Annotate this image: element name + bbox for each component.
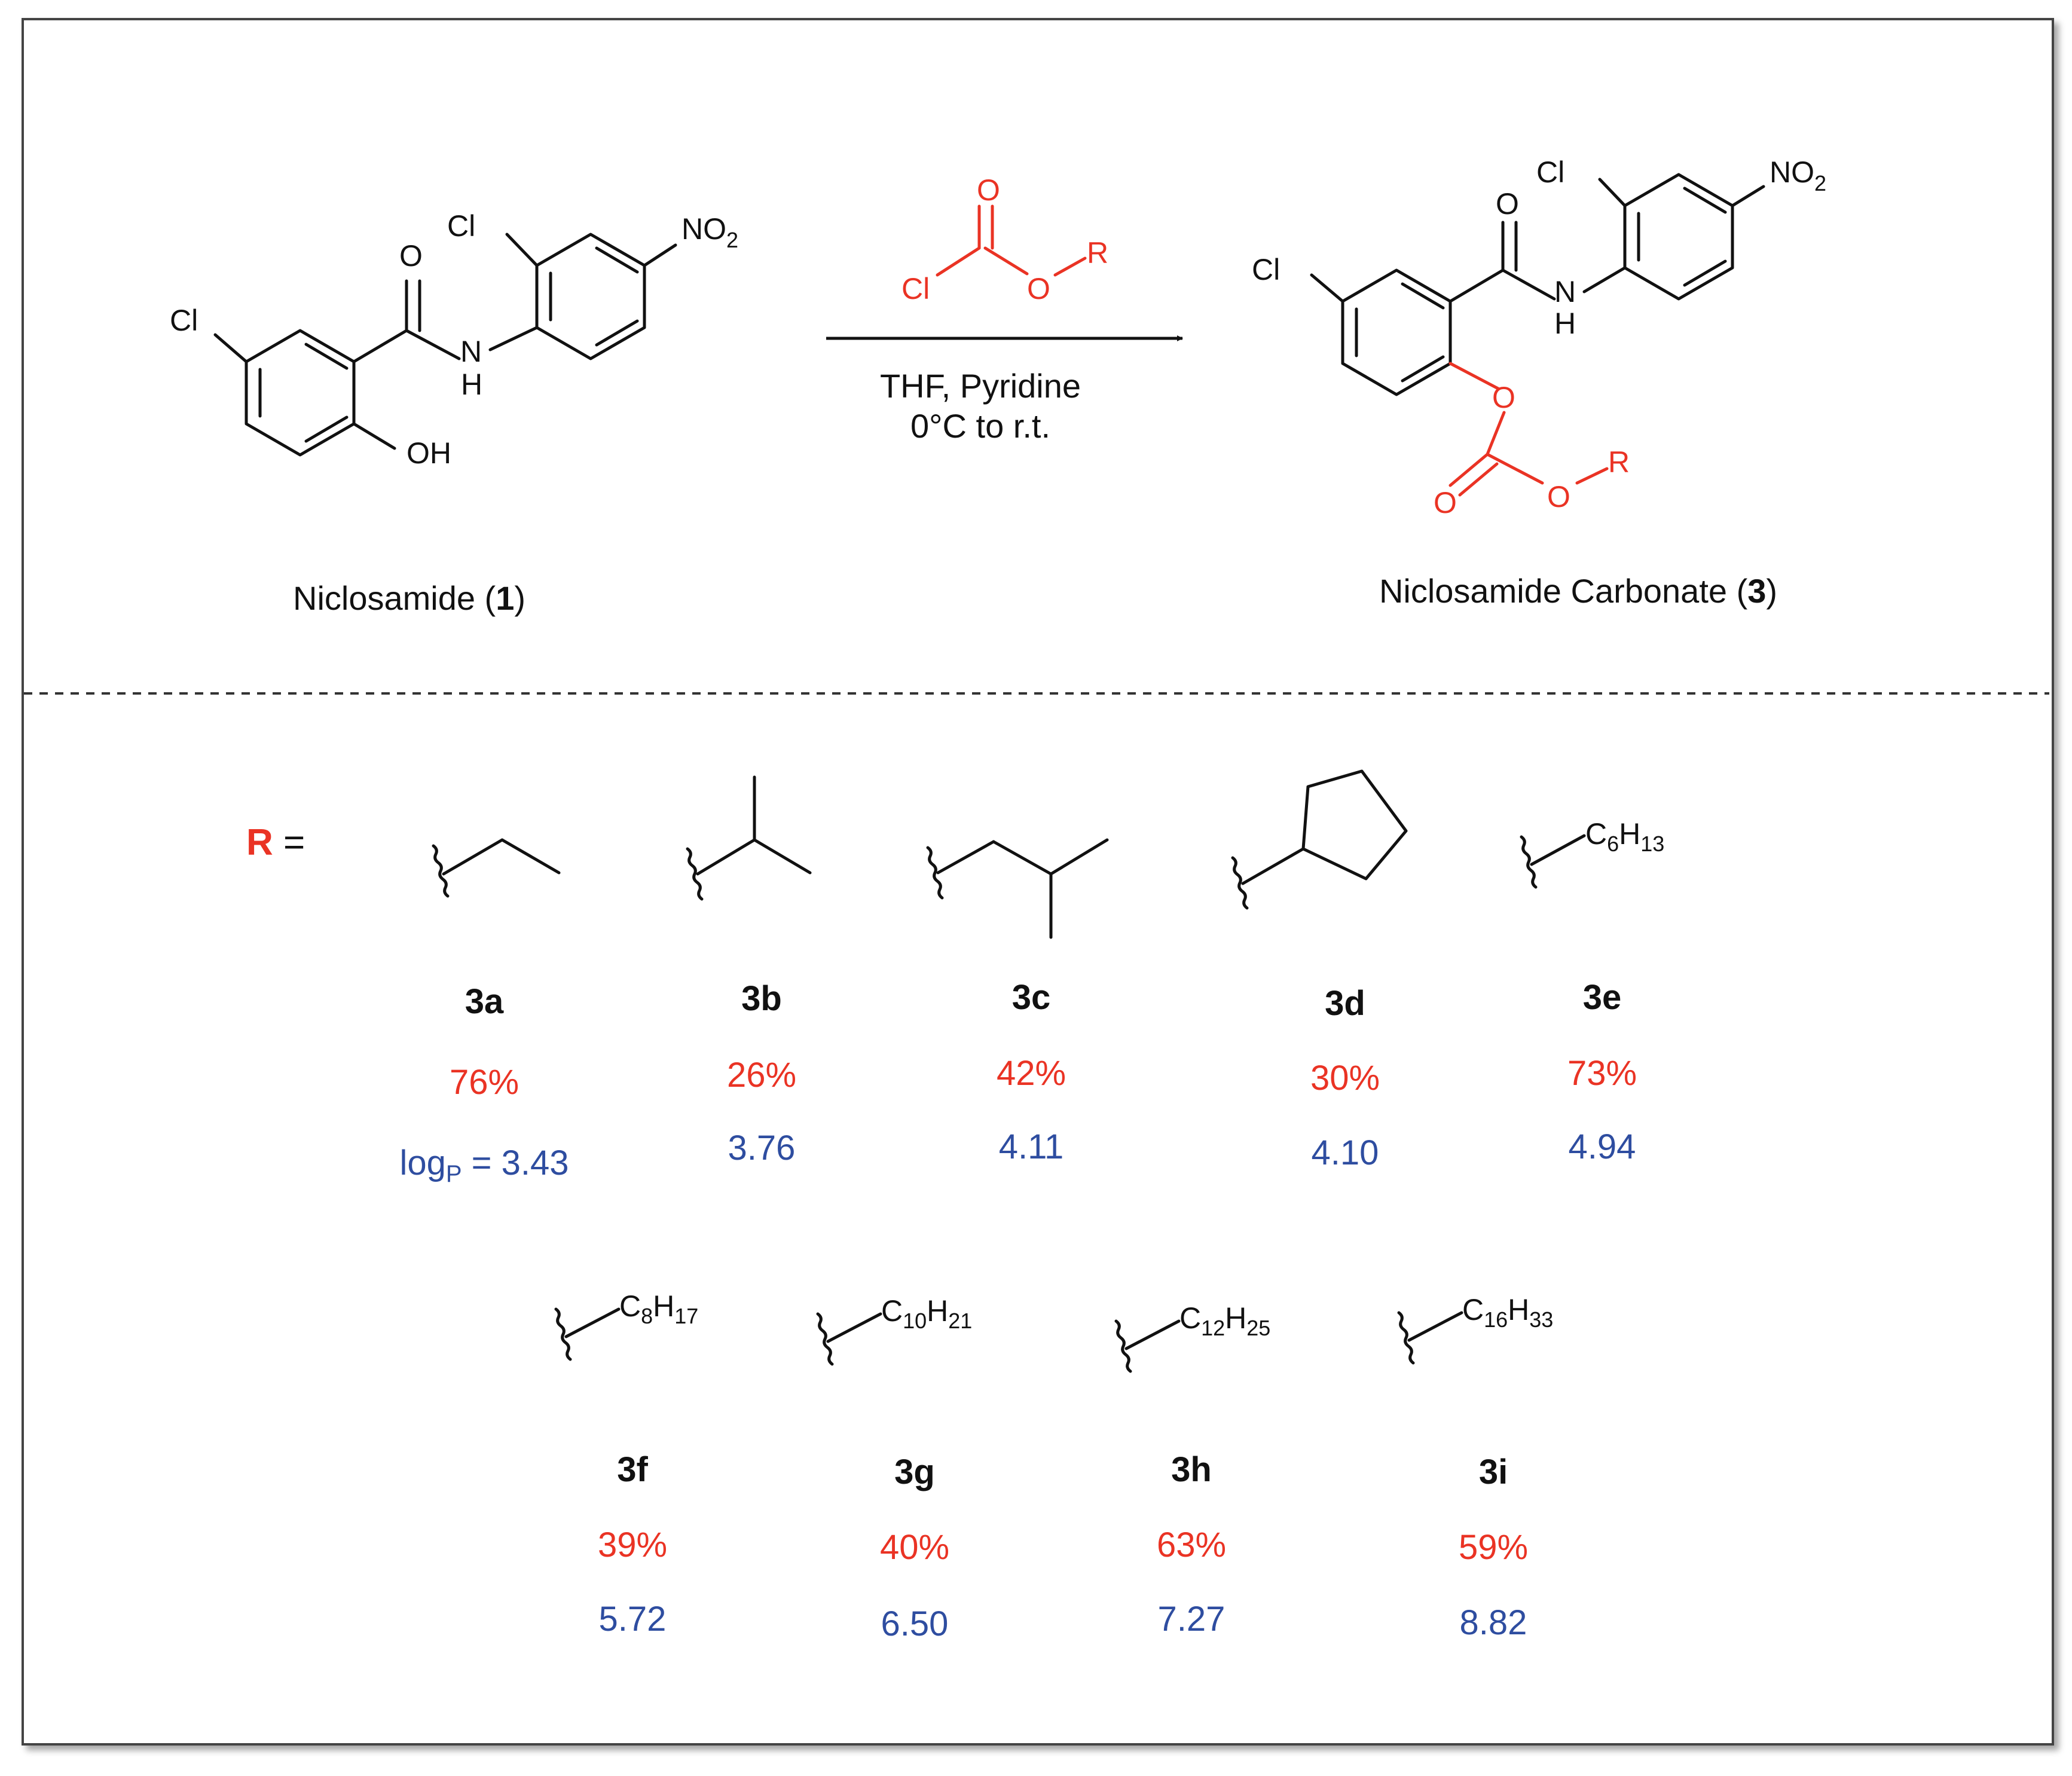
compound-yield: 73% [1567, 1054, 1637, 1093]
compound-yield: 39% [598, 1526, 667, 1564]
compound-id: 3d [1325, 984, 1365, 1023]
substituent-3e-hexyl [1520, 834, 1586, 889]
substituent-3c-isobutyl [926, 838, 1109, 939]
substituent-3h-dodecyl [1114, 1319, 1181, 1373]
compound-yield: 40% [880, 1528, 949, 1567]
compound-yield: 63% [1157, 1526, 1226, 1564]
atom-no2: NO2 [1770, 155, 1826, 195]
atom-h: H [1554, 307, 1576, 340]
atom-cl: Cl [447, 209, 475, 243]
compound-id: 3e [1583, 978, 1622, 1017]
compound-table: 3a 76% logP = 3.43 3b 26% 3.76 3c 42% 4.… [399, 978, 1637, 1643]
compound-logp: 8.82 [1460, 1603, 1527, 1642]
niclosamide-structure [213, 233, 677, 457]
substituent-3d-cyclopentyl [1231, 769, 1408, 910]
atom-cl: Cl [170, 304, 198, 337]
compound-id: 3h [1171, 1450, 1212, 1489]
substituent-3b-isopropyl [686, 775, 812, 901]
formula-3g: C10H21 [881, 1294, 972, 1333]
atom-n: N [460, 335, 482, 368]
formula-3f: C8H17 [619, 1289, 698, 1328]
atom-h: H [461, 368, 482, 401]
substituent-3a-ethyl [432, 838, 561, 898]
substituent-drawings [432, 769, 1586, 1373]
atom-no2: NO2 [682, 212, 738, 252]
chloroformate-reagent [936, 204, 1087, 277]
compound-id: 3i [1479, 1453, 1508, 1491]
atom-o: O [977, 173, 1000, 207]
r-label: R = [246, 822, 305, 863]
compound-logp: 4.94 [1569, 1127, 1636, 1166]
compound-yield: 26% [727, 1056, 796, 1095]
compound-logp: logP = 3.43 [399, 1144, 569, 1187]
niclosamide-atoms: Cl O N H OH Cl NO2 [170, 209, 738, 470]
atom-cl: Cl [1536, 155, 1564, 189]
compound-logp: 5.72 [599, 1600, 667, 1639]
atom-o: O [399, 239, 423, 273]
formula-3i: C16H33 [1462, 1293, 1553, 1332]
formula-3h: C12H25 [1179, 1301, 1270, 1340]
conditions-line2: 0°C to r.t. [910, 407, 1050, 445]
atom-cl: Cl [1252, 253, 1280, 286]
atom-o: O [1434, 486, 1457, 519]
compound-yield: 42% [997, 1054, 1066, 1093]
atom-n: N [1554, 275, 1576, 308]
compound-logp: 4.10 [1312, 1133, 1379, 1172]
product-caption: Niclosamide Carbonate (3) [1379, 572, 1777, 610]
compound-logp: 7.27 [1158, 1600, 1226, 1639]
atom-oh: OH [407, 436, 451, 470]
atom-o: O [1492, 381, 1515, 414]
atom-o: O [1547, 480, 1570, 513]
atom-cl: Cl [901, 272, 930, 305]
compound-id: 3f [617, 1450, 648, 1489]
atom-o: O [1496, 187, 1519, 221]
substituent-3i-hexadecyl [1397, 1311, 1463, 1365]
atom-r: R [1608, 445, 1630, 479]
formula-3e: C6H13 [1585, 817, 1664, 856]
substituent-formulas: C6H13 C8H17 C10H21 C12H25 C16H33 [619, 817, 1664, 1340]
conditions-line1: THF, Pyridine [880, 367, 1081, 405]
substituent-3f-octyl [554, 1307, 621, 1361]
reactant-caption: Niclosamide (1) [293, 579, 525, 617]
product-structure [1310, 173, 1765, 396]
figure-frame [22, 18, 2054, 1746]
compound-logp: 6.50 [881, 1604, 949, 1643]
compound-id: 3b [741, 979, 782, 1018]
compound-yield: 59% [1459, 1528, 1528, 1567]
compound-logp: 4.11 [999, 1127, 1064, 1166]
compound-yield: 76% [450, 1063, 519, 1102]
compound-id: 3c [1012, 978, 1051, 1017]
compound-logp: 3.76 [728, 1129, 796, 1167]
product-atoms: Cl O N H Cl NO2 O O O R [1252, 155, 1826, 519]
reagent-atoms: O Cl O R [901, 173, 1108, 305]
compound-id: 3g [894, 1453, 935, 1491]
compound-yield: 30% [1310, 1059, 1380, 1098]
substituent-3g-decyl [816, 1312, 882, 1366]
compound-id: 3a [465, 982, 504, 1021]
atom-o: O [1027, 272, 1050, 305]
product-carbonate [1448, 362, 1609, 497]
atom-r: R [1087, 236, 1108, 270]
